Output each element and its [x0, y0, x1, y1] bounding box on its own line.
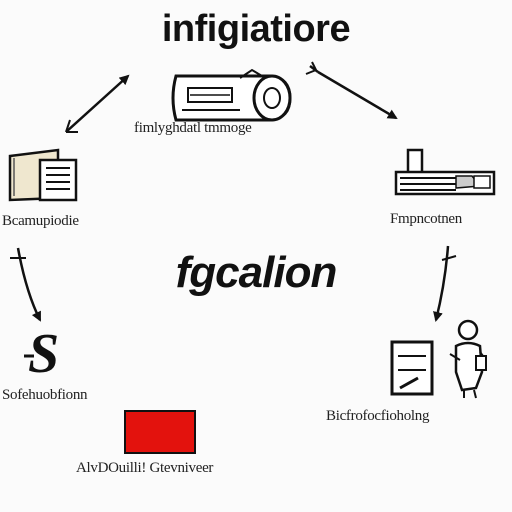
center-title: fgcalion: [175, 248, 338, 297]
node-label-top-right: Fmpncotnen: [390, 211, 462, 227]
svg-text:S: S: [28, 323, 59, 385]
arrow-left: [10, 247, 42, 322]
node-label-bottom: AlvDOuilli! Gtevniveer: [76, 460, 214, 476]
s-symbol-icon: S: [24, 323, 59, 385]
person-board-icon: [390, 319, 487, 399]
cylinder-icon: [171, 68, 292, 122]
arrow-right: [433, 245, 457, 322]
node-label-left: Sofehuobfionn: [2, 387, 88, 403]
arrow-top-left: [65, 74, 130, 133]
node-label-bottom-right: Bicfrofocfioholng: [326, 408, 430, 424]
red-box-icon: [124, 410, 196, 454]
arrow-top-right: [305, 61, 398, 120]
node-label-top-left: Bcamupiodie: [2, 213, 79, 229]
machine-icon: [394, 148, 496, 196]
diagram-title: infigiatiore: [161, 8, 351, 50]
document-box-icon: [8, 148, 78, 202]
node-label-top: fimlyghdatl tmmoge: [134, 120, 252, 136]
